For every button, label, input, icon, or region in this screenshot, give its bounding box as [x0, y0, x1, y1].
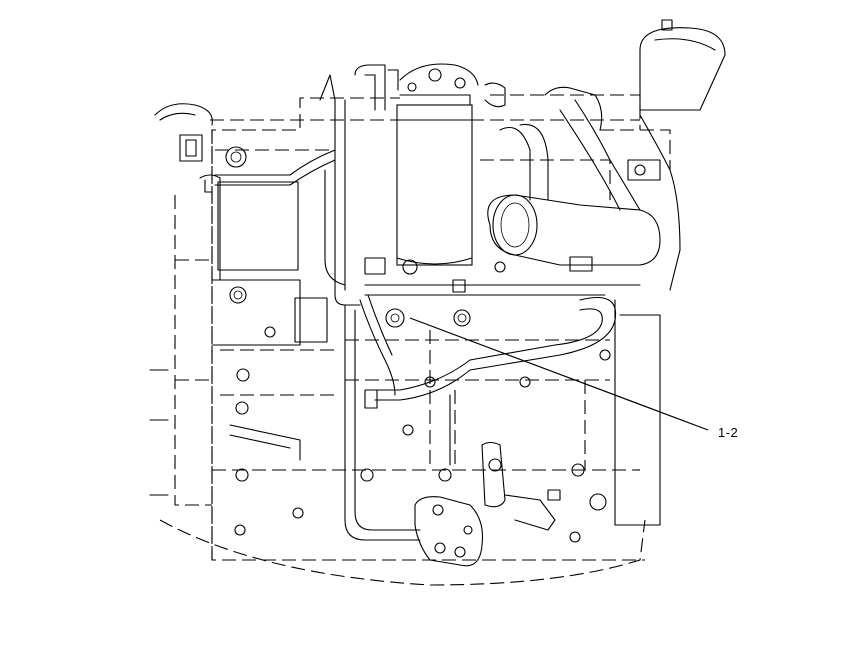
oil-filter: [319, 63, 506, 275]
callout-label: 1-2: [718, 425, 739, 440]
callout-leader-line: [409, 317, 709, 431]
lower-pump: [229, 394, 561, 567]
left-bracket: [154, 103, 247, 168]
air-intake: [627, 19, 726, 291]
block-bolts: [234, 308, 585, 543]
intake-pipe: [487, 86, 661, 272]
fuel-lines: [204, 64, 421, 541]
fuel-rail: [364, 279, 661, 526]
pump-housing: [149, 174, 328, 496]
